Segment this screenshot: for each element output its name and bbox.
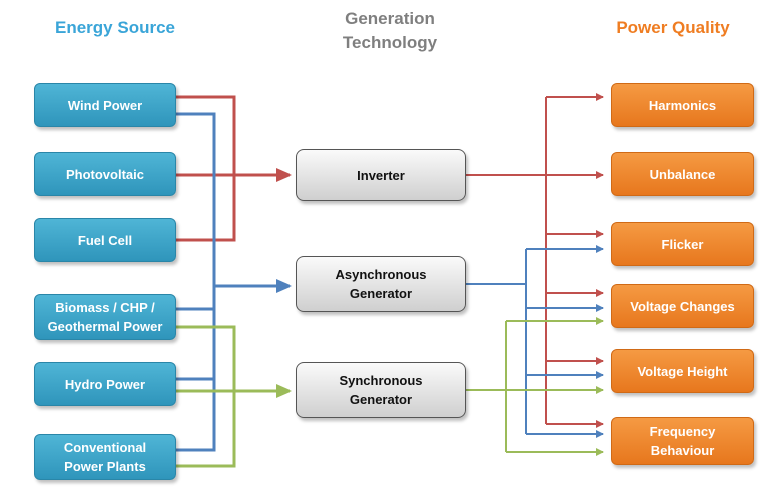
quality-voltage-changes: Voltage Changes	[611, 284, 754, 328]
quality-harmonics: Harmonics	[611, 83, 754, 127]
source-fuel-cell: Fuel Cell	[34, 218, 176, 262]
source-biomass-chp-geothermal: Biomass / CHP / Geothermal Power	[34, 294, 176, 340]
quality-voltage-height: Voltage Height	[611, 349, 754, 393]
red-lines-from-inverter	[466, 93, 604, 428]
source-conventional-power-plants: Conventional Power Plants	[34, 434, 176, 480]
green-lines-from-sync	[466, 317, 604, 456]
blue-lines-from-async	[466, 245, 604, 438]
wind-to-inverter-line	[176, 95, 236, 242]
quality-flicker: Flicker	[611, 222, 754, 266]
tech-asynchronous-generator: Asynchronous Generator	[296, 256, 466, 312]
header-generation-technology: Generation Technology	[342, 9, 438, 52]
red-lines-to-inverter	[176, 95, 292, 242]
blue-lines-to-async	[176, 112, 292, 452]
green-lines-to-sync	[176, 325, 292, 468]
biomass-to-sync-line	[176, 325, 236, 468]
source-wind-power: Wind Power	[34, 83, 176, 127]
header-energy-source: Energy Source	[55, 18, 175, 37]
quality-frequency-behaviour: Frequency Behaviour	[611, 417, 754, 465]
wind-to-async-line	[176, 112, 216, 452]
tech-synchronous-generator: Synchronous Generator	[296, 362, 466, 418]
source-photovoltaic: Photovoltaic	[34, 152, 176, 196]
header-power-quality: Power Quality	[616, 18, 730, 37]
quality-unbalance: Unbalance	[611, 152, 754, 196]
tech-inverter: Inverter	[296, 149, 466, 201]
source-hydro-power: Hydro Power	[34, 362, 176, 406]
